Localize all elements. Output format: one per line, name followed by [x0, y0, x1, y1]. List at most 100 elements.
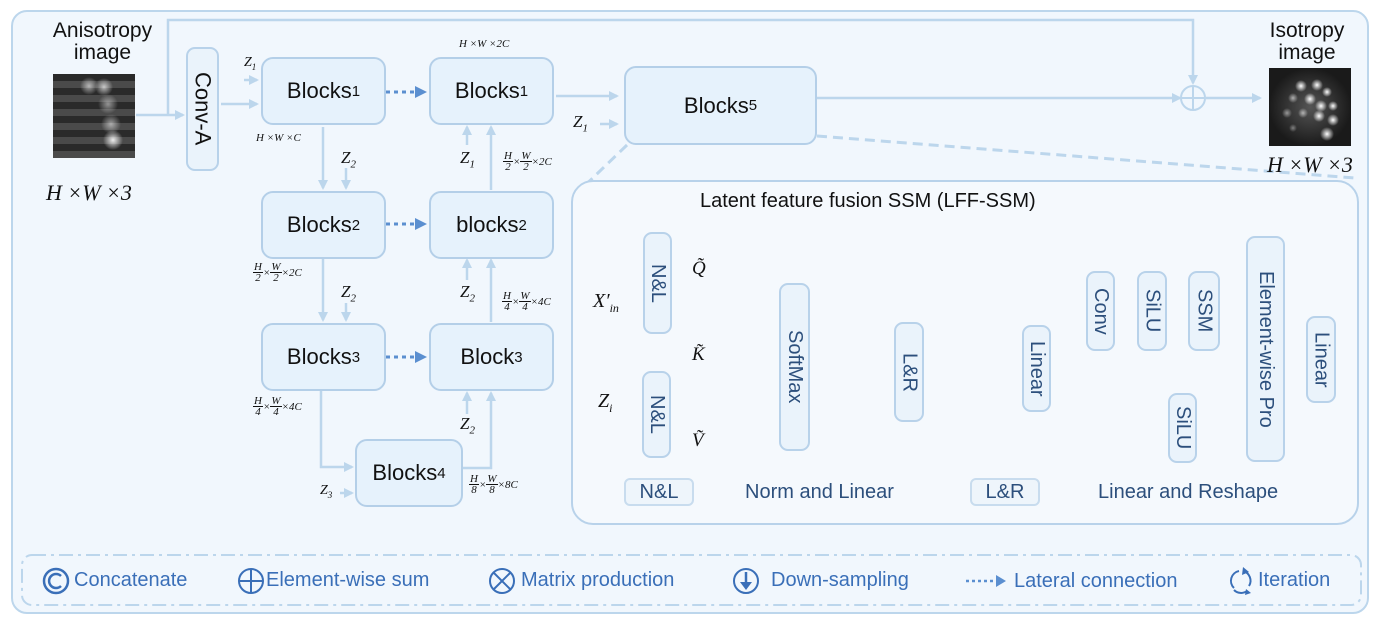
z-subscript: 2 — [469, 292, 475, 305]
lateral-connection-icon — [966, 575, 1006, 587]
element-wise-sum-output — [1180, 85, 1206, 111]
z-subscript: 2 — [350, 158, 356, 171]
dims-dec1: H ×W ×2C — [459, 38, 510, 50]
legend-element-wise-sum: Element-wise sum — [266, 569, 430, 591]
block-label: SiLU — [1172, 406, 1194, 450]
legend-iteration: Iteration — [1258, 569, 1331, 591]
silu-block-1[interactable]: SiLU — [1137, 271, 1167, 351]
channels: ×8C — [497, 479, 518, 492]
num: H — [502, 290, 512, 302]
block-subscript: 1 — [519, 82, 529, 100]
channels: ×4C — [281, 401, 302, 414]
softmax-block[interactable]: SoftMax — [779, 283, 810, 451]
block-label: Element-wise Pro — [1255, 270, 1277, 428]
block-label: Blocks — [683, 92, 749, 118]
block-label: Blocks — [286, 344, 352, 369]
block-label: Blocks — [372, 460, 438, 485]
z-subscript: 1 — [251, 61, 257, 72]
den: 2 — [273, 272, 279, 284]
block-subscript: 3 — [514, 348, 523, 366]
concatenate-icon — [42, 567, 70, 595]
den: 2 — [523, 161, 529, 173]
block-label: Linear — [1310, 331, 1333, 388]
z-label-b5: Z1 — [573, 112, 588, 134]
linear-block-1[interactable]: Linear — [1022, 325, 1051, 412]
num: H — [469, 473, 479, 485]
z-symbol: Z — [460, 414, 470, 433]
legend-box — [21, 554, 1362, 606]
block-label: Blocks — [454, 78, 520, 103]
block-label: N&L — [646, 395, 668, 434]
output-title-line2: image — [1278, 41, 1336, 64]
output-title: Isotropy image — [1262, 20, 1352, 64]
block-subscript: 1 — [351, 82, 361, 100]
num: H — [253, 395, 263, 407]
block-label: SSM — [1193, 289, 1216, 333]
z-symbol: Z — [460, 148, 470, 167]
num: W — [270, 395, 282, 407]
norm-linear-q[interactable]: N&L — [643, 232, 672, 334]
conv-a-label: Conv-A — [190, 72, 216, 146]
linear-block-2[interactable]: Linear — [1306, 316, 1336, 403]
k-label: K̃ — [692, 344, 705, 365]
block-subscript: 2 — [351, 216, 361, 234]
element-wise-product-block[interactable]: Element-wise Pro — [1246, 236, 1285, 462]
conv-a-block[interactable]: Conv-A — [186, 47, 219, 171]
dims-enc1: H ×W ×C — [256, 132, 301, 144]
den: 2 — [255, 272, 261, 284]
wire-global-skip — [166, 18, 1198, 115]
z-label-enc1: Z1 — [244, 55, 256, 72]
key-nl-desc: Norm and Linear — [745, 481, 894, 503]
legend-matrix-production: Matrix production — [521, 569, 675, 591]
legend-concatenate: Concatenate — [74, 569, 188, 591]
z-symbol: Z — [244, 55, 252, 70]
norm-linear-kv[interactable]: N&L — [642, 371, 671, 458]
input-title-line1: Anisotropy — [52, 19, 153, 42]
down-sampling-icon — [733, 568, 759, 594]
x-subscript: in — [609, 301, 619, 315]
block-subscript: 2 — [518, 216, 527, 234]
silu-block-2[interactable]: SiLU — [1168, 393, 1197, 463]
z-symbol: Z — [598, 390, 610, 412]
num: W — [519, 290, 531, 302]
conv-block[interactable]: Conv — [1086, 271, 1115, 351]
x-symbol: X′ — [593, 290, 610, 312]
z-i-label: Zi — [598, 390, 612, 416]
z-label-b4: Z2 — [460, 414, 475, 436]
z-symbol: Z — [573, 112, 583, 131]
den: 2 — [505, 161, 511, 173]
input-dims: H ×W ×3 — [46, 180, 132, 205]
ssm-block[interactable]: SSM — [1188, 271, 1220, 351]
v-label: Ṽ — [692, 430, 704, 451]
num: W — [270, 261, 282, 273]
channels: ×2C — [281, 267, 302, 280]
channels: ×2C — [531, 156, 552, 169]
linear-reshape-block[interactable]: L&R — [894, 322, 924, 422]
lff-ssm-panel — [571, 180, 1359, 525]
z-label-enc2: Z2 — [341, 148, 356, 170]
block-subscript: 4 — [437, 464, 446, 482]
input-title: Anisotropy image — [40, 20, 165, 64]
den: 8 — [471, 484, 477, 496]
block-label: L&R — [898, 352, 921, 392]
num: W — [520, 150, 532, 162]
